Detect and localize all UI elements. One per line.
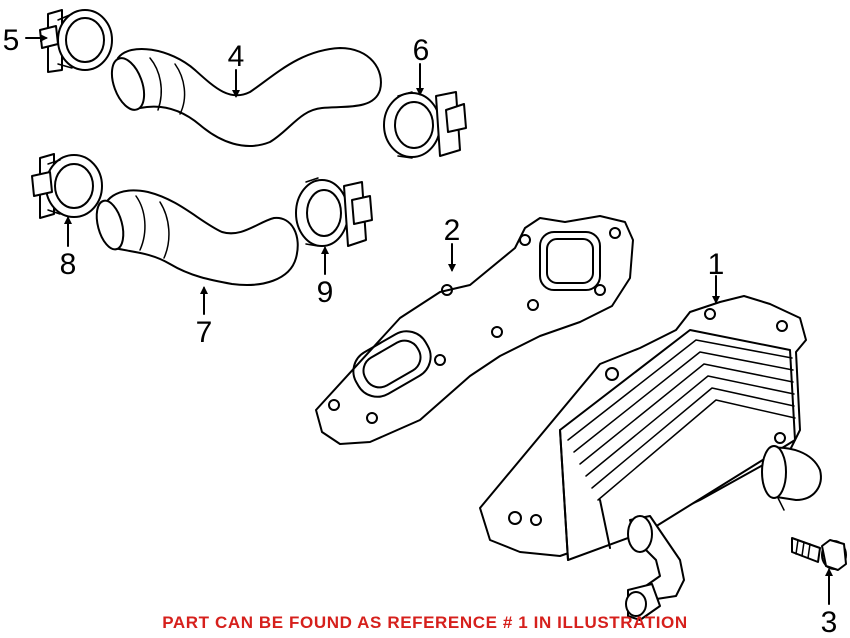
bolt-part-3[interactable] — [791, 537, 847, 571]
coolant-hose-part-4[interactable] — [106, 47, 382, 147]
oil-cooler-gasket-part-2[interactable] — [315, 215, 634, 445]
callout-2: 2 — [444, 214, 461, 247]
leader-lines — [25, 34, 833, 605]
hose-clamp-part-9[interactable] — [295, 177, 373, 247]
hose-clamp-part-6[interactable] — [383, 91, 467, 159]
coolant-hose-part-7[interactable] — [92, 189, 299, 286]
callout-5: 5 — [3, 24, 20, 57]
hose-clamp-part-8[interactable] — [31, 153, 103, 219]
callout-3: 3 — [821, 606, 838, 638]
hose-clamp-part-5[interactable] — [39, 9, 113, 73]
callout-8: 8 — [60, 248, 77, 281]
callout-1: 1 — [708, 248, 725, 281]
oil-cooler-part-1[interactable] — [479, 295, 822, 621]
callout-9: 9 — [317, 276, 334, 309]
callout-4: 4 — [228, 40, 245, 73]
reference-note: PART CAN BE FOUND AS REFERENCE # 1 IN IL… — [162, 613, 688, 632]
callout-7: 7 — [196, 316, 213, 349]
callout-6: 6 — [413, 34, 430, 67]
